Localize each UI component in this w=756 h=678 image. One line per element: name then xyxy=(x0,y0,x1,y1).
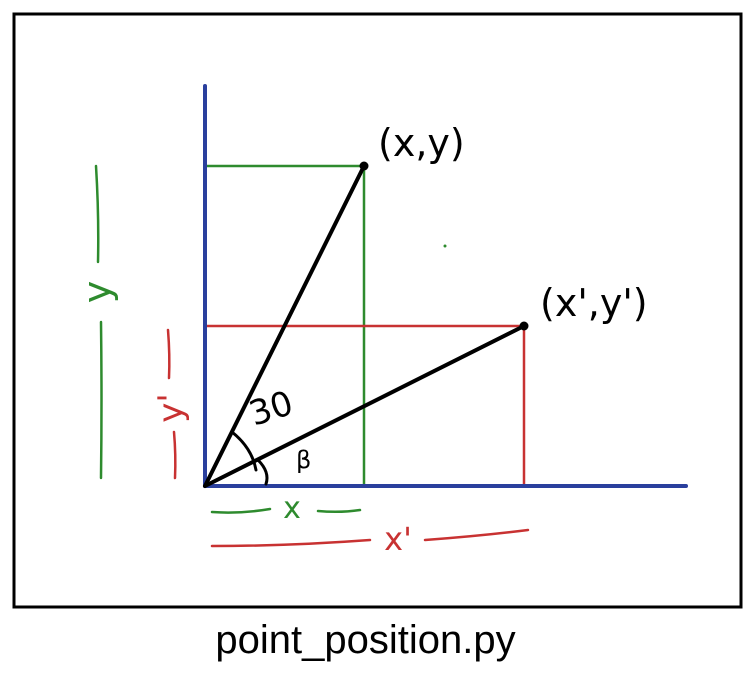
y-prime-dimension-bracket xyxy=(166,328,177,480)
angle-30-arc xyxy=(230,430,258,472)
y-dimension-bracket xyxy=(94,164,103,480)
diagram-frame xyxy=(12,12,743,609)
y-label: y xyxy=(75,281,119,304)
stray-dot xyxy=(443,244,447,248)
x-prime-label: x' xyxy=(384,520,412,558)
point-rotated-label: (x',y') xyxy=(540,281,648,325)
y-prime-label: y' xyxy=(151,393,191,422)
point-rotated-dot xyxy=(519,321,529,331)
point-original-dot xyxy=(359,161,369,171)
x-label: x xyxy=(283,491,301,526)
x-dimension-bracket xyxy=(210,507,362,514)
coordinate-axes xyxy=(203,84,688,488)
red-projection xyxy=(205,324,526,486)
angle-beta-arc xyxy=(256,458,269,486)
angle-beta-label: β xyxy=(296,446,311,474)
file-caption: point_position.py xyxy=(215,618,516,662)
x-prime-dimension-bracket xyxy=(210,528,530,548)
point-original-label: (x,y) xyxy=(378,121,465,165)
